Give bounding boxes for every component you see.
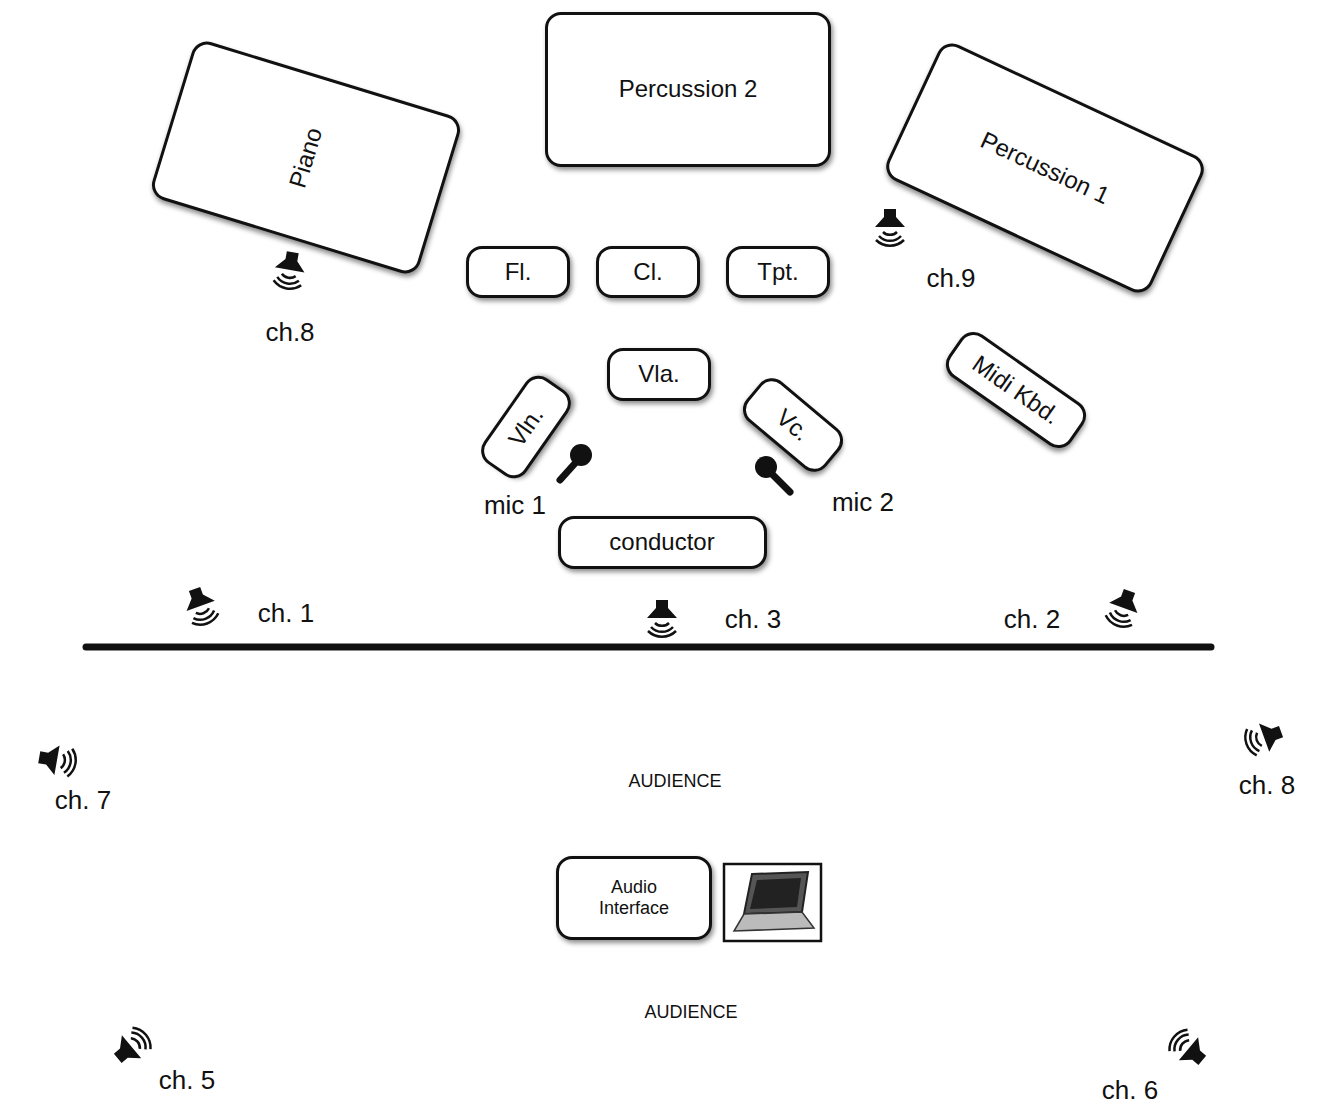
node-label: Audio Interface [584, 877, 684, 918]
instrument-box: Fl. [466, 246, 570, 298]
node-label: Percussion 2 [619, 75, 758, 103]
speaker-icon [180, 584, 221, 629]
channel-label: ch. 2 [1004, 604, 1060, 635]
instrument-box: Percussion 1 [881, 38, 1209, 297]
instrument-box: Piano [148, 37, 464, 277]
instrument-box: Tpt. [726, 246, 830, 298]
channel-label: ch. 3 [725, 604, 781, 635]
conductor-box: conductor [558, 516, 767, 569]
channel-label: ch.9 [926, 263, 975, 294]
instrument-box: Vla. [607, 348, 711, 401]
channel-label: mic 2 [832, 487, 894, 518]
area-label: AUDIENCE [644, 1002, 737, 1023]
instrument-box: Vln. [475, 369, 577, 484]
speaker-icon [1164, 1025, 1211, 1072]
microphone-icon [755, 456, 790, 492]
node-label: Percussion 1 [976, 126, 1113, 210]
stage-edge [86, 644, 1211, 651]
area-label: AUDIENCE [628, 771, 721, 792]
node-label: Fl. [505, 258, 532, 286]
node-label: Piano [284, 124, 328, 191]
node-label: Vc. [771, 403, 815, 446]
microphone-icon [560, 444, 592, 480]
node-label: Cl. [633, 258, 662, 286]
node-label: Vln. [503, 402, 549, 452]
laptop-icon [724, 864, 821, 941]
channel-label: ch. 7 [55, 785, 111, 816]
channel-label: ch. 1 [258, 598, 314, 629]
interface-box: Audio Interface [556, 856, 712, 940]
channel-label: mic 1 [484, 490, 546, 521]
node-label: Tpt. [757, 258, 798, 286]
channel-label: ch. 5 [159, 1065, 215, 1096]
speaker-icon [272, 250, 308, 291]
speaker-icon [647, 600, 677, 637]
node-label: Midi Kbd. [967, 350, 1065, 430]
speaker-icon [108, 1023, 155, 1070]
channel-label: ch. 8 [1239, 770, 1295, 801]
instrument-box: Midi Kbd. [940, 326, 1093, 455]
channel-label: ch.8 [265, 317, 314, 348]
node-label: conductor [609, 528, 714, 556]
node-label: Vla. [638, 360, 679, 388]
instrument-box: Percussion 2 [545, 12, 831, 167]
speaker-icon [1241, 717, 1286, 758]
speaker-icon [37, 742, 78, 778]
channel-label: ch. 6 [1102, 1075, 1158, 1106]
instrument-box: Vc. [736, 372, 849, 479]
speaker-icon [875, 209, 905, 246]
instrument-box: Cl. [596, 246, 700, 298]
speaker-icon [1103, 586, 1144, 631]
